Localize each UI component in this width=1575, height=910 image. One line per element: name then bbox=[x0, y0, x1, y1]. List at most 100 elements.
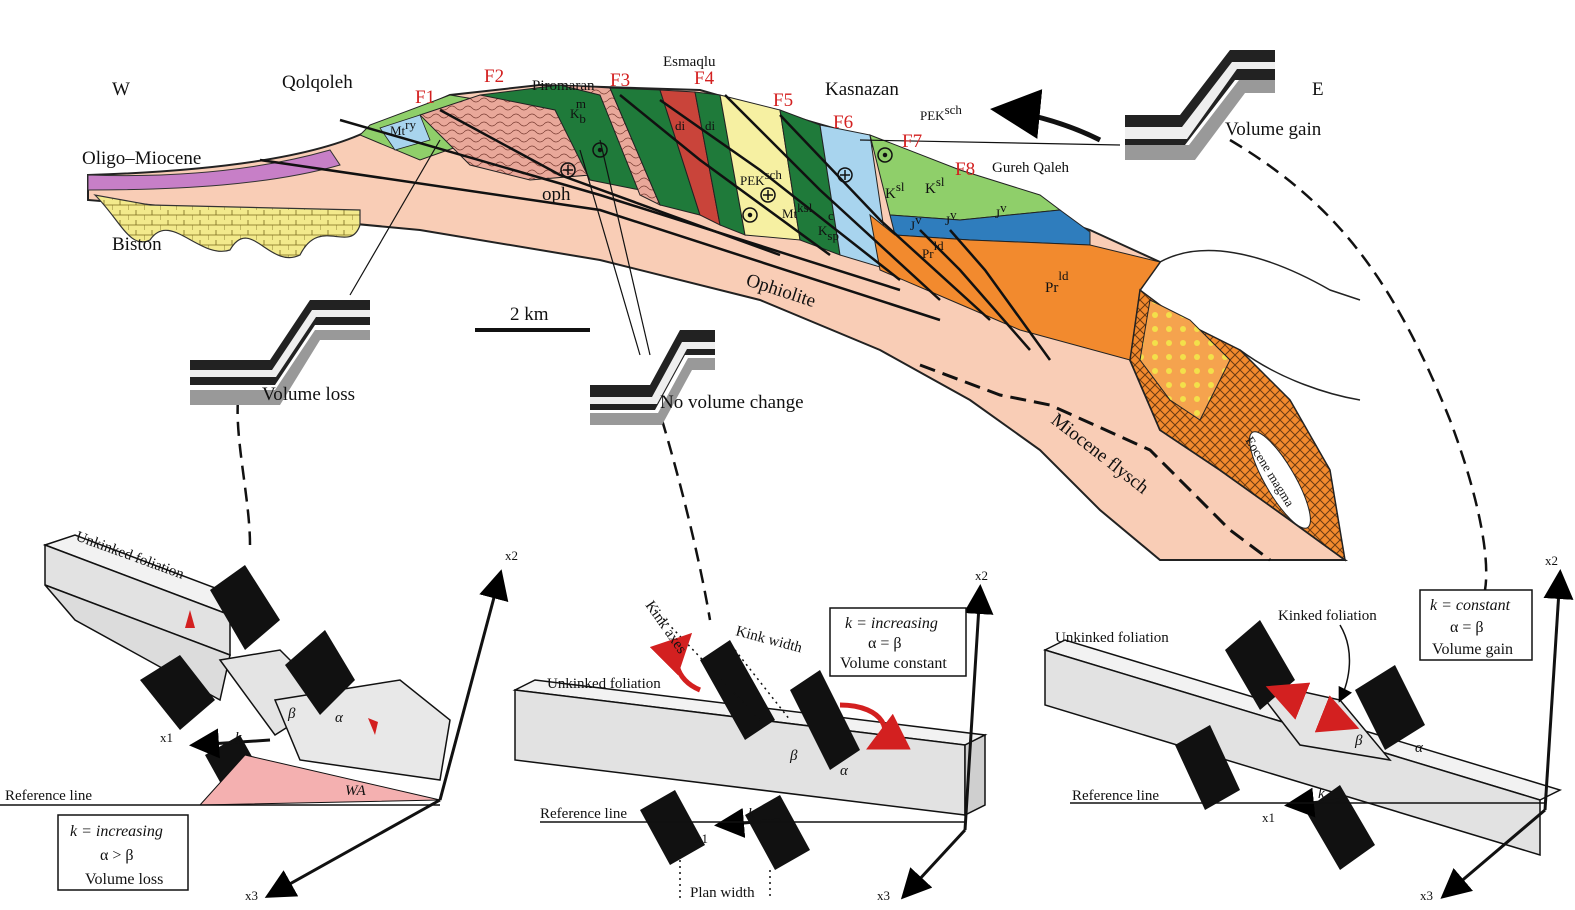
middle-alpha-label: α bbox=[840, 763, 849, 779]
right-x3-label: x3 bbox=[1420, 888, 1433, 903]
biston-label: Biston bbox=[112, 234, 162, 255]
unit-label-pr-ld-1: Prld bbox=[922, 238, 944, 261]
volume-loss-label: Volume loss bbox=[262, 384, 355, 405]
right-k-label: k bbox=[1318, 786, 1325, 802]
left-x1-label: x1 bbox=[160, 730, 173, 745]
dotted-orange-unit bbox=[1139, 299, 1231, 421]
unit-label-k-sl-1: Ksl bbox=[885, 179, 905, 202]
middle-x2-axis bbox=[963, 584, 994, 831]
middle-x3-axis bbox=[900, 828, 967, 900]
left-kink-plane-3 bbox=[285, 630, 355, 715]
qolqoleh-label: Qolqoleh bbox=[282, 72, 353, 93]
leader-volume-gain bbox=[1229, 138, 1488, 591]
scale-bar-label: 2 km bbox=[510, 304, 549, 325]
left-k-label: k bbox=[235, 730, 242, 746]
left-wa-wedge bbox=[198, 754, 441, 806]
unit-label-k-m: Kbm bbox=[570, 96, 586, 126]
unit-label-j-v-3: Jv bbox=[995, 200, 1007, 221]
oph-label: oph bbox=[542, 184, 571, 205]
oligo-miocene-label: Oligo–Miocene bbox=[82, 148, 201, 169]
panel-right: Unkinked foliation Kinked foliation Refe… bbox=[1042, 553, 1574, 903]
middle-info-box: k = increasing α = β Volume constant bbox=[829, 607, 967, 677]
fault-label-f7: F7 bbox=[902, 131, 922, 152]
left-x1-axis bbox=[189, 728, 271, 759]
svg-text:α > β: α > β bbox=[100, 847, 134, 864]
fault-lines bbox=[259, 94, 1052, 361]
fault-label-f4: F4 bbox=[694, 68, 715, 89]
left-kink-plane-1 bbox=[210, 565, 280, 650]
middle-x2-label: x2 bbox=[975, 568, 988, 583]
unit-label-di-2: di bbox=[705, 118, 716, 133]
middle-plan-width-label: Plan width bbox=[690, 885, 755, 901]
right-red-arrow-1 bbox=[1265, 682, 1311, 720]
right-alpha-label: α bbox=[1415, 740, 1424, 756]
middle-x1-label: x1 bbox=[695, 831, 708, 846]
middle-x3-label: x3 bbox=[877, 888, 890, 903]
svg-text:α = β: α = β bbox=[868, 635, 902, 652]
unit-label-pek-sch-center: PEKsch bbox=[740, 167, 782, 188]
unit-label-mt-ry: Mtry bbox=[390, 117, 417, 138]
thin-leaders bbox=[349, 139, 1121, 356]
middle-kink-width-label: Kink width bbox=[734, 623, 804, 656]
panel-left: Unkinked foliation Reference line WA α β… bbox=[0, 529, 518, 903]
boundary-right-lower bbox=[1239, 349, 1361, 401]
right-kink-plane-4 bbox=[1305, 785, 1375, 870]
left-x2-axis bbox=[438, 569, 509, 801]
svg-text:Volume constant: Volume constant bbox=[840, 655, 947, 672]
gureh-qaleh-label: Gureh Qaleh bbox=[992, 160, 1070, 176]
unit-label-pr-ld-2: Prld bbox=[1045, 268, 1069, 296]
right-x3-axis bbox=[1440, 808, 1546, 899]
fault-label-f2: F2 bbox=[484, 66, 504, 87]
west-label: W bbox=[112, 79, 130, 100]
fault-label-f8: F8 bbox=[955, 159, 975, 180]
left-alpha-label: α bbox=[335, 710, 344, 726]
unit-label-k-sl-2: Ksl bbox=[925, 174, 945, 197]
kink-stack-no-change bbox=[590, 330, 715, 425]
left-info-box: k = increasing α > β Volume loss bbox=[57, 814, 189, 891]
left-kink-plane-2 bbox=[140, 655, 215, 730]
kink-stack-gain bbox=[1125, 50, 1275, 160]
svg-text:k = increasing: k = increasing bbox=[70, 823, 163, 840]
fault-label-f1: F1 bbox=[415, 87, 435, 108]
svg-text:Volume loss: Volume loss bbox=[85, 871, 163, 888]
right-unkinked-label: Unkinked foliation bbox=[1055, 630, 1169, 646]
middle-reference-label: Reference line bbox=[540, 806, 627, 822]
middle-beta-label: β bbox=[789, 748, 798, 764]
unit-label-c: c bbox=[828, 208, 834, 223]
unit-label-mt-ksl: Mtksl bbox=[782, 200, 813, 221]
unit-label-j-v-2: Jv bbox=[945, 207, 957, 228]
middle-kink-plane-4 bbox=[745, 795, 810, 870]
motion-symbols bbox=[560, 142, 893, 223]
right-kinked-pointer bbox=[1338, 624, 1353, 703]
left-x2-label: x2 bbox=[505, 548, 518, 563]
right-kink-plane-2 bbox=[1355, 665, 1425, 750]
kink-stack-loss bbox=[190, 300, 370, 405]
right-kinked-label: Kinked foliation bbox=[1278, 608, 1377, 624]
middle-red-arrow-1 bbox=[649, 632, 702, 693]
svg-text:k = constant: k = constant bbox=[1430, 597, 1511, 614]
middle-red-arrow-2 bbox=[839, 702, 911, 750]
volume-gain-label: Volume gain bbox=[1225, 119, 1322, 140]
left-beta-label: β bbox=[287, 706, 296, 722]
middle-kink-plane-2 bbox=[790, 670, 860, 770]
middle-guides bbox=[654, 609, 791, 900]
svg-text:Volume gain: Volume gain bbox=[1432, 641, 1513, 658]
fault-label-f5: F5 bbox=[773, 90, 793, 111]
middle-kink-axes-label: Kink axes bbox=[642, 598, 690, 657]
motion-arrow bbox=[990, 89, 1102, 143]
leader-no-change bbox=[660, 419, 712, 621]
middle-kink-plane-3 bbox=[640, 790, 705, 865]
right-x2-label: x2 bbox=[1545, 553, 1558, 568]
left-reference-label: Reference line bbox=[5, 788, 92, 804]
right-x2-axis bbox=[1543, 569, 1574, 811]
ophiolite-body bbox=[87, 83, 1349, 561]
cross-section: 2 km W E Qolqo bbox=[82, 50, 1488, 621]
eocene-magma-body bbox=[1249, 431, 1311, 529]
leader-volume-loss bbox=[236, 399, 252, 546]
right-kink-plane-3 bbox=[1175, 725, 1240, 810]
left-red-arrow-2 bbox=[368, 718, 378, 735]
kasnazan-label: Kasnazan bbox=[825, 79, 899, 100]
oligo-miocene-unit bbox=[87, 149, 341, 191]
